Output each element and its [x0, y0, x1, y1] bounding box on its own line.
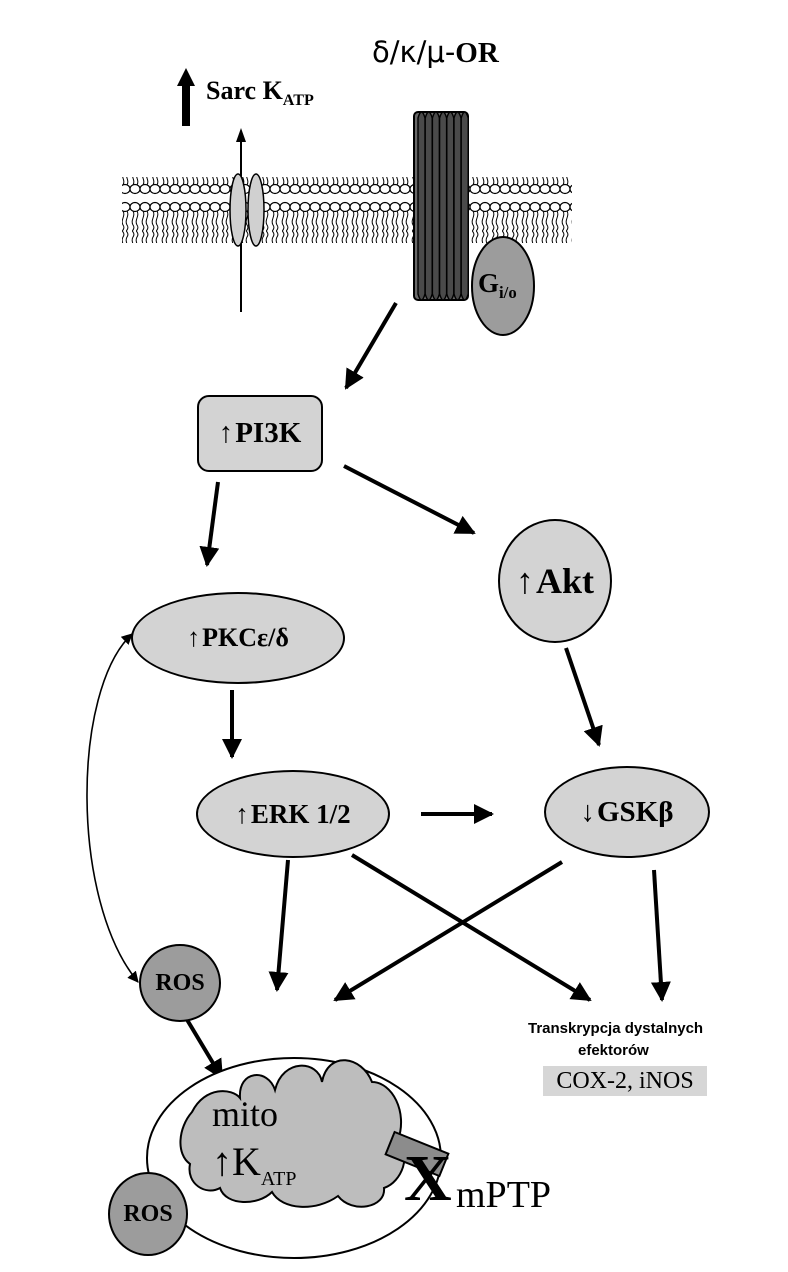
g-protein-label: Gi/o [478, 268, 517, 301]
mptp-label: mPTP [456, 1174, 552, 1216]
erk-label: ERK 1/2 [250, 798, 351, 829]
receptor-helix [417, 111, 426, 301]
transcription-label-line1: Transkrypcja dystalnych [528, 1020, 704, 1037]
arrow-pi3k-to-pkc [199, 481, 220, 567]
pkc-label: PKCε/δ [202, 623, 289, 652]
increase-up-arrow [177, 68, 195, 126]
g-protein-text: G [478, 268, 500, 298]
down-arrow: ↓ [580, 795, 595, 828]
receptor-helix [460, 111, 469, 301]
gsk-node: ↓GSKβ [544, 766, 710, 858]
akt-label: Akt [535, 561, 594, 601]
ros-label: ROS [155, 969, 205, 996]
g-protein [471, 236, 535, 336]
arrow-gsk-to-transcription [650, 869, 671, 1002]
sarc-katp-label: Sarc KATP [206, 76, 314, 109]
up-arrow: ↑ [235, 798, 249, 829]
pkc-node: ↑PKCε/δ [131, 592, 345, 684]
receptor-helix [453, 111, 462, 301]
receptor-helix [431, 111, 441, 301]
receptor-subtypes: δ/κ/μ- [372, 35, 456, 69]
mitochondrion [146, 1057, 442, 1259]
up-arrow: ↑ [515, 561, 534, 601]
arrow-receptor-to-pi3k [344, 301, 398, 390]
mito-katp-sub: ATP [260, 1168, 297, 1190]
ros-label: ROS [123, 1200, 173, 1227]
arrow-ros-to-mito [184, 1016, 224, 1080]
transcription-targets: COX-2, iNOS [543, 1066, 707, 1096]
arrow-pi3k-to-akt [343, 464, 476, 535]
mito-label: mito [212, 1094, 279, 1134]
g-protein-sub: i/o [499, 282, 517, 302]
arrow-erk-to-mito [268, 859, 290, 992]
mptp-block-mark: X [404, 1142, 452, 1215]
mptp-channel [384, 1130, 450, 1178]
sarc-katp-channel [229, 128, 265, 312]
pi3k-label: PI3K [235, 417, 302, 449]
up-arrow: ↑ [187, 623, 201, 652]
pi3k-node: ↑PI3K [197, 395, 323, 472]
arrow-akt-to-gsk [564, 647, 603, 747]
arrow-erk-to-transcription [350, 853, 592, 1002]
transcription-label-line2: efektorów [578, 1042, 649, 1059]
cell-membrane [122, 177, 572, 243]
receptor-or: OR [455, 37, 499, 69]
mito-katp-label: ↑KATP [212, 1139, 296, 1190]
ros-node-mito: ROS [108, 1172, 188, 1256]
mito-katp-text: K [232, 1139, 261, 1184]
up-arrow: ↑ [212, 1139, 232, 1184]
arrow-pkc-ros-feedback [86, 633, 139, 983]
akt-node: ↑Akt [498, 519, 612, 643]
sarc-katp-sub: ATP [282, 91, 314, 109]
receptor-label: δ/κ/μ-OR [372, 38, 499, 68]
receptor-helix [446, 111, 455, 301]
ros-node: ROS [139, 944, 221, 1022]
erk-node: ↑ERK 1/2 [196, 770, 390, 858]
sarc-katp-text: Sarc K [206, 76, 283, 105]
gsk-label: GSKβ [596, 795, 674, 828]
receptor-helix [438, 111, 448, 301]
arrow-gsk-to-mito [333, 860, 564, 1002]
receptor-helix [424, 111, 433, 301]
up-arrow: ↑ [218, 417, 234, 449]
opioid-receptor [413, 111, 469, 301]
